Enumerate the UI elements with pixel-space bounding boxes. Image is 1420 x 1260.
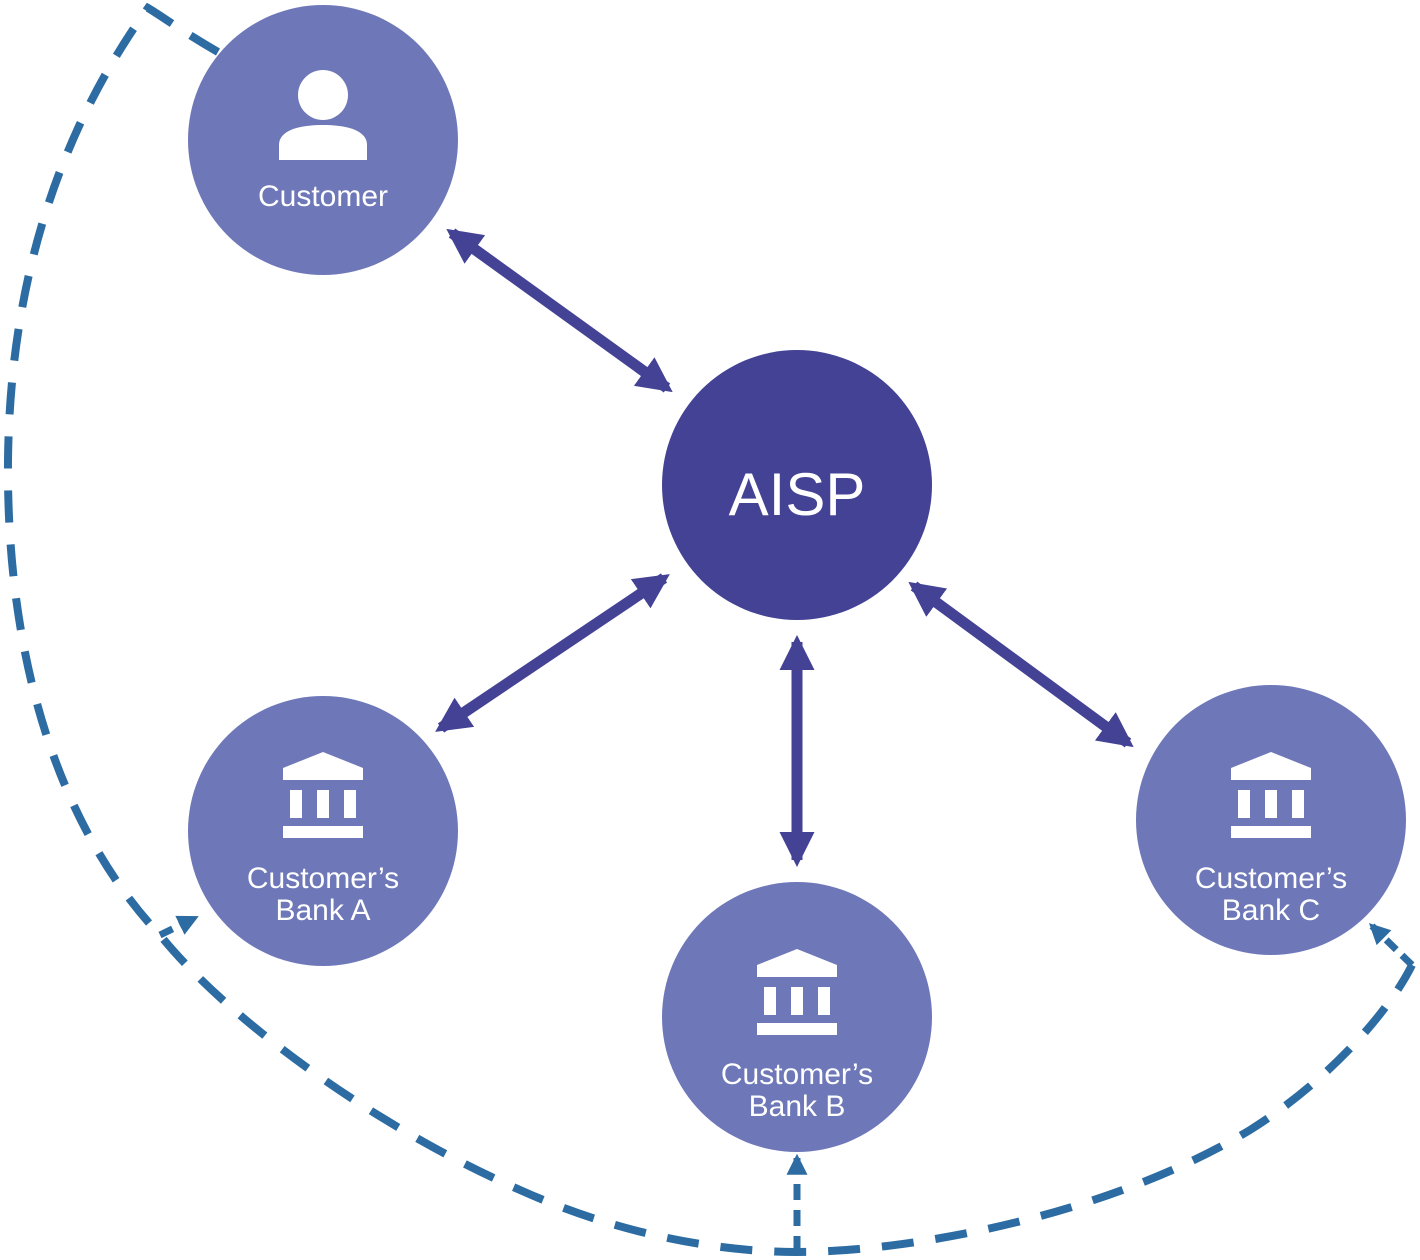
bank-b-label-line1: Customer’s [721,1058,873,1091]
customer-label: Customer [258,180,388,213]
arrow-aisp-bank-a [435,573,670,733]
bank-a-node: Customer’s Bank A [188,696,458,966]
bank-a-label-line1: Customer’s [247,862,399,895]
person-icon [279,70,367,160]
bank-b-label-line2: Bank B [749,1090,846,1123]
customer-node: Customer [188,5,458,275]
arrow-customer-aisp [446,228,673,393]
arrow-aisp-bank-c [908,581,1134,748]
bank-icon [1231,752,1311,838]
aisp-node: AISP [662,350,932,620]
dashed-arrow-to-bank-a [158,914,199,939]
bank-icon [757,949,837,1035]
bank-b-node: Customer’s Bank B [662,882,932,1152]
bank-c-label-line2: Bank C [1222,894,1320,927]
dashed-flow-outer [3,2,1416,1257]
dashed-arrow-to-bank-c [1368,923,1415,968]
aisp-label: AISP [729,461,866,528]
bank-icon [283,752,363,838]
bank-a-label-line2: Bank A [275,894,370,927]
bank-c-label-line1: Customer’s [1195,862,1347,895]
bank-c-node: Customer’s Bank C [1136,685,1406,955]
